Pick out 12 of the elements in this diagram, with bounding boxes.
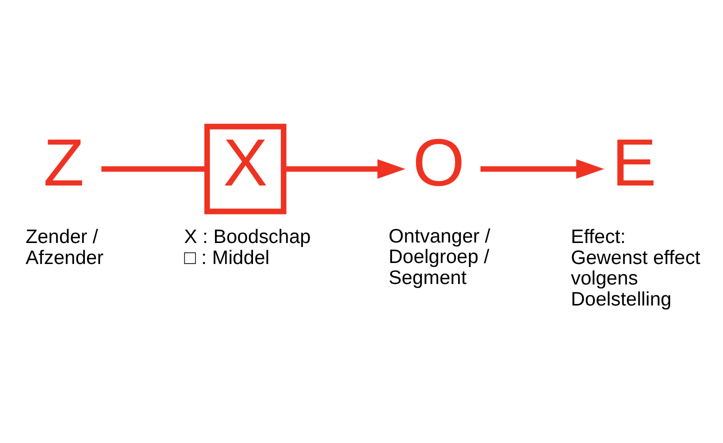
node-text: Z — [43, 126, 84, 201]
connector — [101, 166, 207, 172]
node-box: X — [204, 124, 286, 214]
node-text: O — [412, 126, 465, 201]
node-text: E — [612, 126, 656, 201]
arrow — [284, 159, 406, 179]
node-label: □ : Middel — [184, 246, 270, 269]
node-label: Ontvanger / Doelgroep / Segment — [388, 225, 490, 290]
node-label: Zender / Afzender — [26, 226, 104, 269]
arrow — [480, 159, 604, 179]
node-label: X : Boodschap — [184, 226, 311, 248]
node-label: Effect: Gewenst effect volgens Doelstelling — [570, 226, 700, 311]
